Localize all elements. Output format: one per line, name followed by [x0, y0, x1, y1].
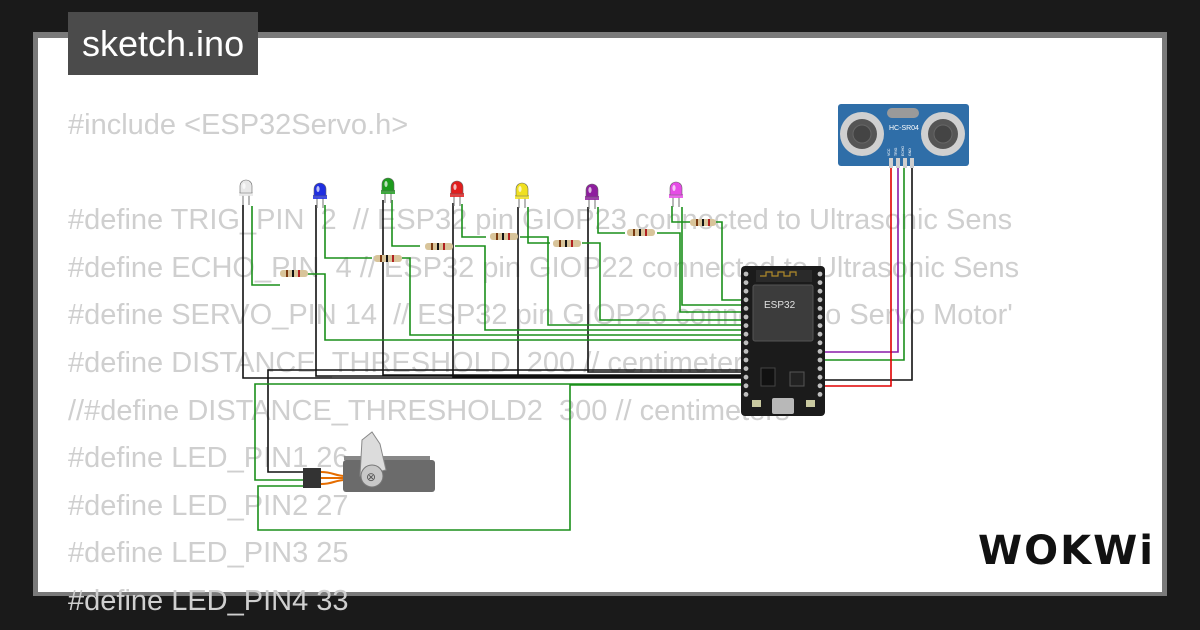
- wire-servo-vcc: [254, 383, 745, 481]
- esp32-pin: [743, 271, 749, 277]
- servo-horn-icon: ⊗: [366, 470, 376, 484]
- esp32-pin: [743, 280, 749, 285]
- esp32-pin: [817, 306, 823, 311]
- led-2: [313, 182, 327, 208]
- esp32-pin: [817, 349, 823, 354]
- sensor-pin-trig: [896, 158, 900, 168]
- resistor-7: [690, 219, 716, 226]
- led-7: [669, 181, 683, 207]
- esp32-pin: [817, 357, 823, 363]
- esp32-pin: [743, 383, 749, 389]
- esp32-pin: [743, 331, 749, 337]
- code-line: #include <ESP32Servo.h>: [68, 109, 409, 141]
- esp32-pin: [817, 288, 823, 294]
- esp32-pin: [817, 340, 823, 346]
- esp32-pin: [817, 280, 823, 285]
- wire-led6-sig: [597, 207, 745, 313]
- wire-servo-gnd: [267, 369, 745, 473]
- esp32-pin: [743, 297, 749, 303]
- wires: [242, 168, 913, 531]
- code-line: #define ECHO_PIN 4 // ESP32 pin GIOP22 c…: [68, 251, 1020, 284]
- servo-motor: ⊗: [303, 431, 435, 492]
- led-1: [239, 179, 253, 205]
- led-3: [381, 177, 395, 203]
- led-6: [585, 183, 599, 209]
- resistor-5: [553, 240, 581, 247]
- sensor-pin-echo: [903, 158, 907, 168]
- esp32-label: ESP32: [764, 300, 796, 311]
- resistor-2: [374, 255, 402, 262]
- esp32-pin: [817, 383, 823, 389]
- esp32-pin: [743, 366, 749, 371]
- file-tab[interactable]: sketch.ino: [68, 12, 259, 75]
- wire-led7-sig: [671, 206, 745, 301]
- wire-led5-sig: [527, 207, 745, 321]
- wire-led5-gnd: [517, 207, 745, 377]
- sensor-pin-label: ECHO: [901, 146, 905, 156]
- led-5: [515, 182, 529, 208]
- wire-led4-sig: [461, 204, 745, 326]
- esp32-pin: [817, 366, 823, 371]
- wire-led1-gnd: [242, 205, 745, 379]
- esp32-pins: [743, 271, 823, 397]
- esp32-pin: [743, 288, 749, 294]
- wire-servo-sig: [257, 384, 745, 531]
- resistor-4: [490, 233, 518, 240]
- wire-led6-gnd: [587, 207, 745, 373]
- esp32-pin: [817, 314, 823, 320]
- led-4: [450, 180, 464, 206]
- code-line: #define LED_PIN1 26: [68, 442, 349, 475]
- wokwi-logo: WOKWi: [978, 528, 1155, 574]
- wire-led3-sig: [391, 200, 745, 331]
- sensor-pin-label: VCC: [887, 148, 891, 156]
- sensor-pin-label: TRIG: [894, 147, 898, 156]
- esp32-pin: [743, 392, 749, 397]
- esp32-pin: [743, 374, 749, 380]
- wire-led3-gnd: [382, 200, 745, 376]
- esp32-pin: [743, 340, 749, 346]
- esp32-pin: [817, 323, 823, 328]
- wire-led1-sig: [251, 206, 745, 341]
- wire-sensor-vcc: [818, 168, 892, 387]
- code-line: #define LED_PIN3 25: [68, 537, 349, 570]
- resistors: [280, 219, 716, 277]
- esp32-board: ESP32: [741, 266, 825, 416]
- code-line: #define LED_PIN4 33: [68, 584, 349, 617]
- code-line: #define LED_PIN2 27: [68, 489, 349, 522]
- esp32-pin: [817, 271, 823, 277]
- esp32-pin: [743, 306, 749, 311]
- resistor-3: [425, 243, 453, 250]
- esp32-pin: [743, 349, 749, 354]
- esp32-pin: [743, 357, 749, 363]
- sensor-label: HC-SR04: [889, 125, 919, 132]
- sensor-pin-vcc: [889, 158, 893, 168]
- esp32-pin: [743, 323, 749, 328]
- sensor-pin-gnd: [910, 158, 914, 168]
- esp32-pin: [817, 297, 823, 303]
- wire-led4-gnd: [452, 203, 745, 378]
- code-line: #define TRIG_PIN 2 // ESP32 pin GIOP23 c…: [68, 204, 1013, 237]
- wire-led2-sig: [324, 205, 745, 336]
- wire-sensor-trig: [818, 168, 899, 353]
- wire-led7-gnd: [681, 207, 745, 306]
- code-line: #define DISTANCE_THRESHOLD 200 // centim…: [68, 346, 758, 379]
- resistor-6: [627, 229, 655, 236]
- esp32-pin: [817, 374, 823, 380]
- resistor-1: [280, 270, 308, 277]
- wire-sensor-gnd: [818, 168, 913, 381]
- code-background: #include <ESP32Servo.h> #define TRIG_PIN …: [68, 102, 1019, 626]
- esp32-pin: [817, 392, 823, 397]
- esp32-pin: [743, 314, 749, 320]
- wire-sensor-echo: [818, 168, 905, 361]
- esp32-pin: [817, 331, 823, 337]
- sensor-pin-label: GND: [908, 148, 912, 156]
- code-line: //#define DISTANCE_THRESHOLD2 300 // cen…: [68, 394, 790, 427]
- leds: [239, 177, 683, 209]
